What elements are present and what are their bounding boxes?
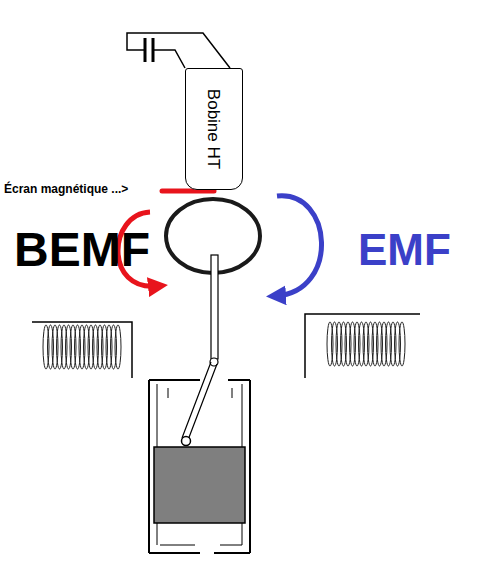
coil-frame xyxy=(32,322,132,378)
coil-frame xyxy=(305,314,420,378)
coil xyxy=(327,322,405,366)
capacitor-symbol xyxy=(127,33,230,68)
screen-label: Écran magnétique ...> xyxy=(4,183,128,195)
emf-label: EMF xyxy=(358,228,451,272)
emf-arrow xyxy=(276,196,322,296)
coil xyxy=(43,325,121,369)
coil-box: Bobine HT xyxy=(185,68,243,190)
bemf-label: BEMF xyxy=(14,226,150,274)
coil-label: Bobine HT xyxy=(204,88,224,168)
connecting-rod xyxy=(182,362,217,440)
joint xyxy=(182,437,191,446)
rod xyxy=(211,255,218,359)
cylinder xyxy=(149,380,250,553)
piston xyxy=(154,447,245,523)
